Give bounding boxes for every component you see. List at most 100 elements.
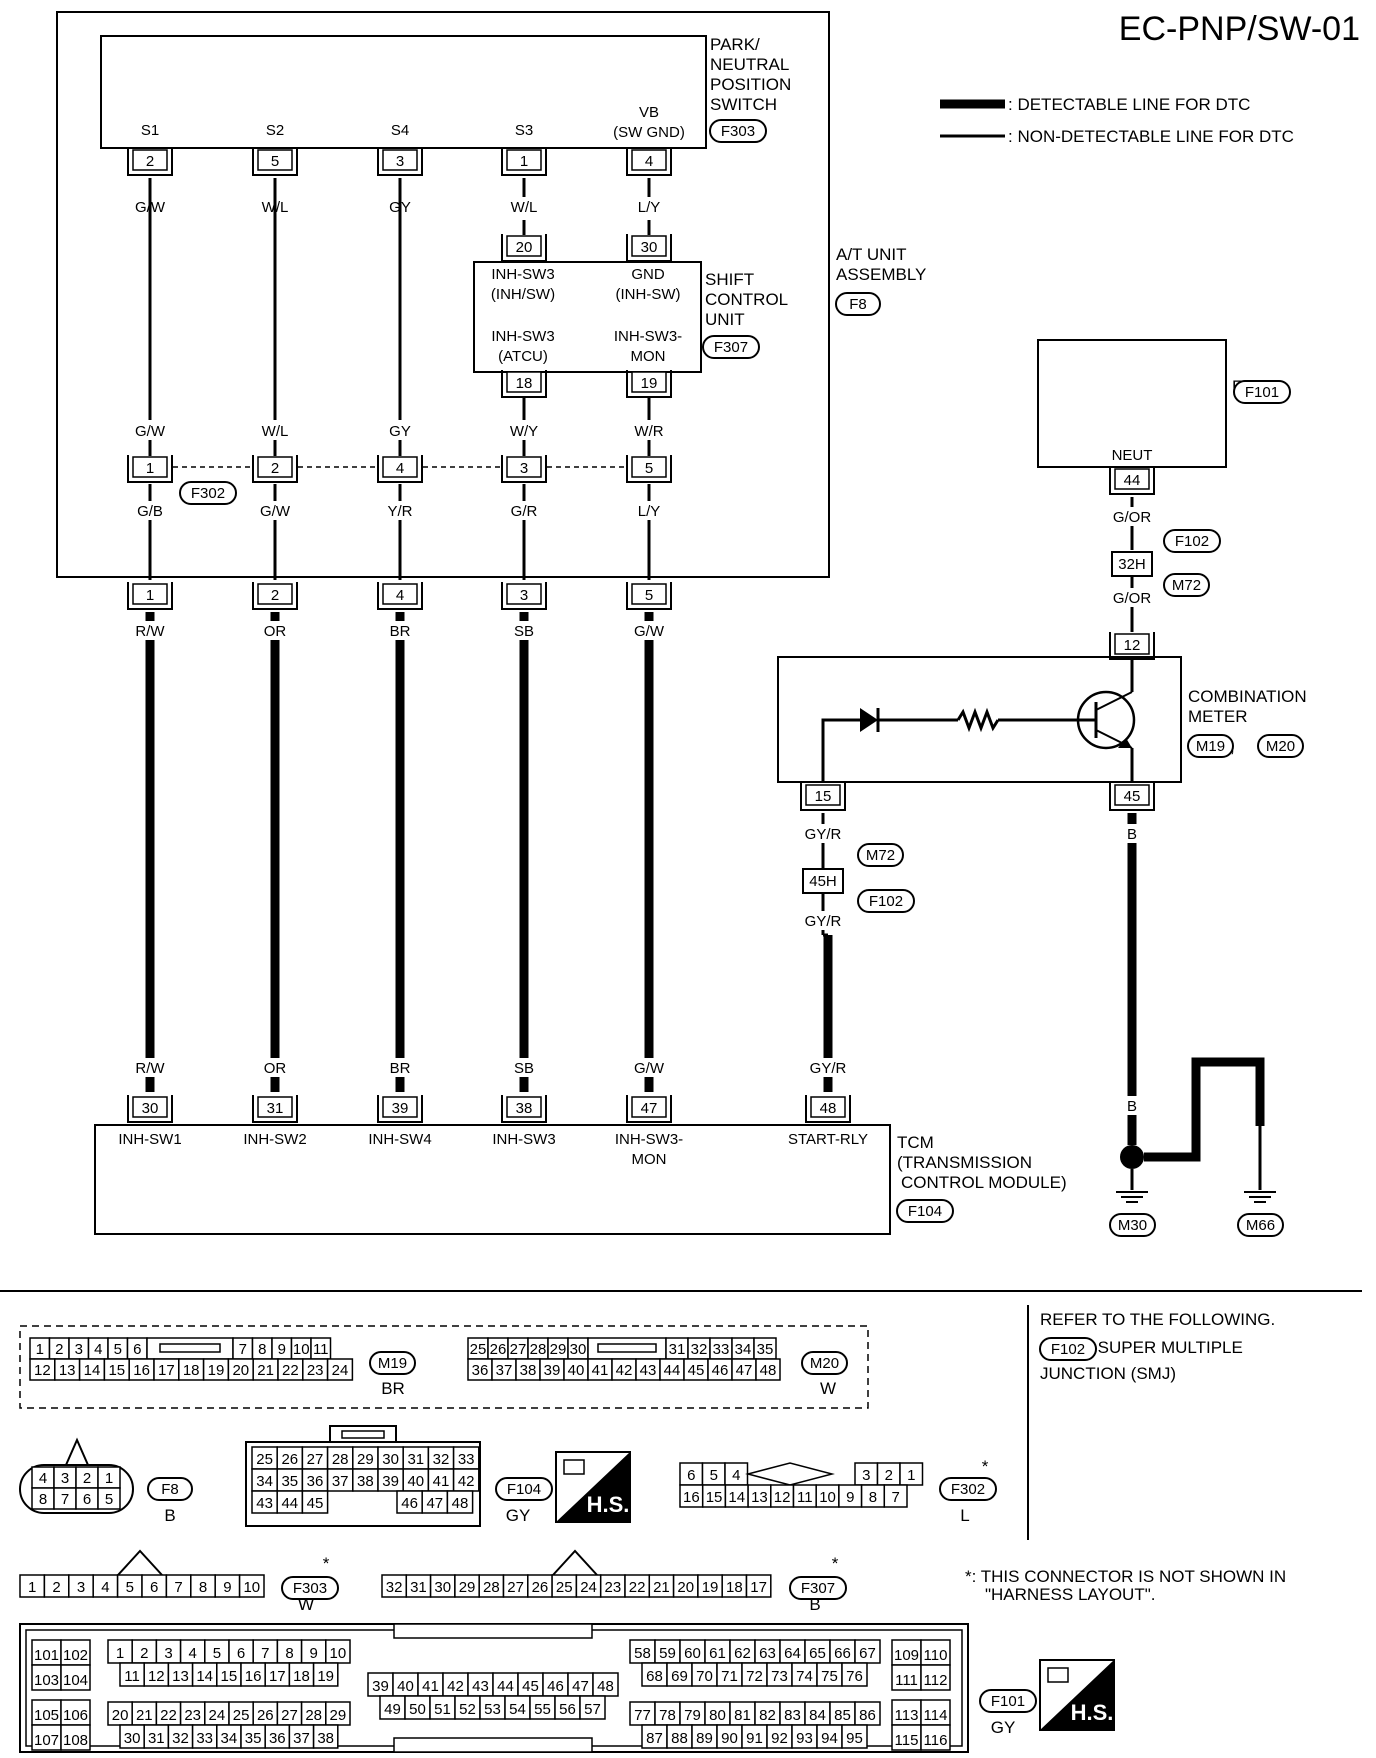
svg-text:H.S.: H.S. [1071, 1700, 1114, 1725]
svg-text:39: 39 [544, 1362, 561, 1379]
wire-color-ecm: G/OR [1113, 590, 1152, 607]
star-f303: * [323, 1554, 330, 1573]
svg-text:111: 111 [895, 1672, 918, 1689]
svg-text:3: 3 [396, 153, 404, 170]
connector-cell: 71 [716, 1662, 743, 1687]
connector-cell: 65 [804, 1639, 831, 1664]
svg-text:108: 108 [63, 1732, 88, 1749]
svg-text:94: 94 [821, 1730, 838, 1747]
connector-cell: 68 [641, 1662, 668, 1687]
svg-text:45: 45 [1124, 788, 1141, 805]
svg-text:10: 10 [243, 1579, 260, 1596]
svg-text:49: 49 [384, 1701, 401, 1718]
tcm-pin-30: 30 [127, 1095, 173, 1123]
svg-text:INH-SW3: INH-SW3 [491, 266, 554, 283]
connector-cell: 113 [891, 1699, 922, 1726]
svg-text:12: 12 [148, 1668, 165, 1685]
svg-text:F101: F101 [1245, 384, 1279, 401]
svg-text:23: 23 [184, 1707, 201, 1724]
connector-cell: 7 [165, 1574, 192, 1598]
svg-text:6: 6 [687, 1467, 695, 1484]
connector-cell: 59 [654, 1639, 681, 1664]
svg-text:6: 6 [237, 1645, 245, 1662]
connector-cell: 28 [326, 1446, 354, 1470]
wire-color-tcm-bottom: R/W [135, 1060, 165, 1077]
svg-text:41: 41 [422, 1678, 439, 1695]
svg-text:F302: F302 [191, 485, 225, 502]
svg-text:5: 5 [105, 1491, 113, 1508]
connector-cell: 2 [75, 1466, 99, 1489]
connector-cell: 35 [240, 1724, 266, 1749]
connector-cell: 9 [300, 1639, 327, 1664]
svg-text:102: 102 [63, 1647, 88, 1664]
svg-text:106: 106 [63, 1707, 88, 1724]
connector-cell: 90 [716, 1724, 743, 1749]
svg-text:74: 74 [796, 1668, 813, 1685]
svg-text:44: 44 [497, 1678, 514, 1695]
connector-cell: 30 [119, 1724, 145, 1749]
svg-text:112: 112 [924, 1672, 948, 1689]
svg-text:42: 42 [616, 1362, 633, 1379]
svg-text:33: 33 [196, 1730, 213, 1747]
connector-cell: 4 [31, 1466, 55, 1489]
connector-cell: 14 [724, 1484, 749, 1508]
meter-internal-circuit [821, 657, 1136, 782]
svg-text:60: 60 [684, 1645, 701, 1662]
svg-text:85: 85 [834, 1707, 851, 1724]
connector-cell: 36 [301, 1468, 329, 1492]
svg-text:(INH-SW): (INH-SW) [616, 286, 681, 303]
f302-pin-4: 4 [377, 455, 423, 483]
connector-cell: 16 [679, 1484, 704, 1508]
svg-text:30: 30 [124, 1730, 141, 1747]
connector-cell: 57 [579, 1695, 606, 1720]
svg-text:41: 41 [433, 1473, 450, 1490]
svg-text:30: 30 [641, 239, 658, 256]
svg-text:F102: F102 [869, 893, 903, 910]
svg-text:27: 27 [307, 1451, 324, 1468]
svg-text:3: 3 [164, 1645, 172, 1662]
connector-cell: 102 [60, 1639, 91, 1666]
svg-text:29: 29 [459, 1579, 476, 1596]
connector-cell: 32 [381, 1574, 408, 1598]
junction-45h-label: 45H [809, 873, 837, 890]
tcm-pin-name: INH-SW4 [368, 1131, 431, 1148]
svg-text:4: 4 [189, 1645, 197, 1662]
connector-cell: 2 [43, 1574, 70, 1598]
connector-cell: 10 [325, 1639, 351, 1664]
wire-color-tcm-bottom: SB [514, 1060, 534, 1077]
pnp-pin-name: VB [639, 104, 659, 121]
svg-text:50: 50 [409, 1701, 426, 1718]
svg-text:93: 93 [796, 1730, 813, 1747]
svg-text:58: 58 [634, 1645, 651, 1662]
svg-text:18: 18 [726, 1579, 743, 1596]
connector-cell: 70 [691, 1662, 718, 1687]
svg-text:NEUTRAL: NEUTRAL [710, 55, 789, 74]
svg-text:19: 19 [317, 1668, 334, 1685]
at-unit-box [56, 11, 830, 578]
svg-text:24: 24 [580, 1579, 597, 1596]
svg-text:3: 3 [77, 1579, 85, 1596]
connector-cell: 26 [487, 1337, 509, 1360]
connector-cell: 9 [838, 1484, 863, 1508]
svg-text:5: 5 [114, 1341, 122, 1358]
svg-text:34: 34 [735, 1341, 752, 1358]
connector-cell: 6 [126, 1337, 148, 1360]
wire-color-low: G/W [260, 503, 291, 520]
svg-text:18: 18 [516, 375, 533, 392]
connector-cell: 85 [829, 1701, 856, 1726]
tcm-pin-name: INH-SW3- [615, 1131, 683, 1148]
svg-text:41: 41 [592, 1362, 609, 1379]
svg-text:35: 35 [281, 1473, 298, 1490]
tcm-pin-name: MON [632, 1151, 667, 1168]
pnp-pin-name: S1 [141, 122, 159, 139]
f302-pin-1: 1 [127, 455, 173, 483]
svg-text:37: 37 [293, 1730, 310, 1747]
f8-pin-2: 2 [252, 582, 298, 610]
connector-cell: 13 [54, 1358, 81, 1381]
svg-text:23: 23 [307, 1362, 324, 1379]
svg-text:31: 31 [267, 1100, 284, 1117]
connector-cell: 5 [204, 1639, 230, 1664]
wire-color-mid: G/W [135, 423, 166, 440]
svg-text:91: 91 [746, 1730, 763, 1747]
